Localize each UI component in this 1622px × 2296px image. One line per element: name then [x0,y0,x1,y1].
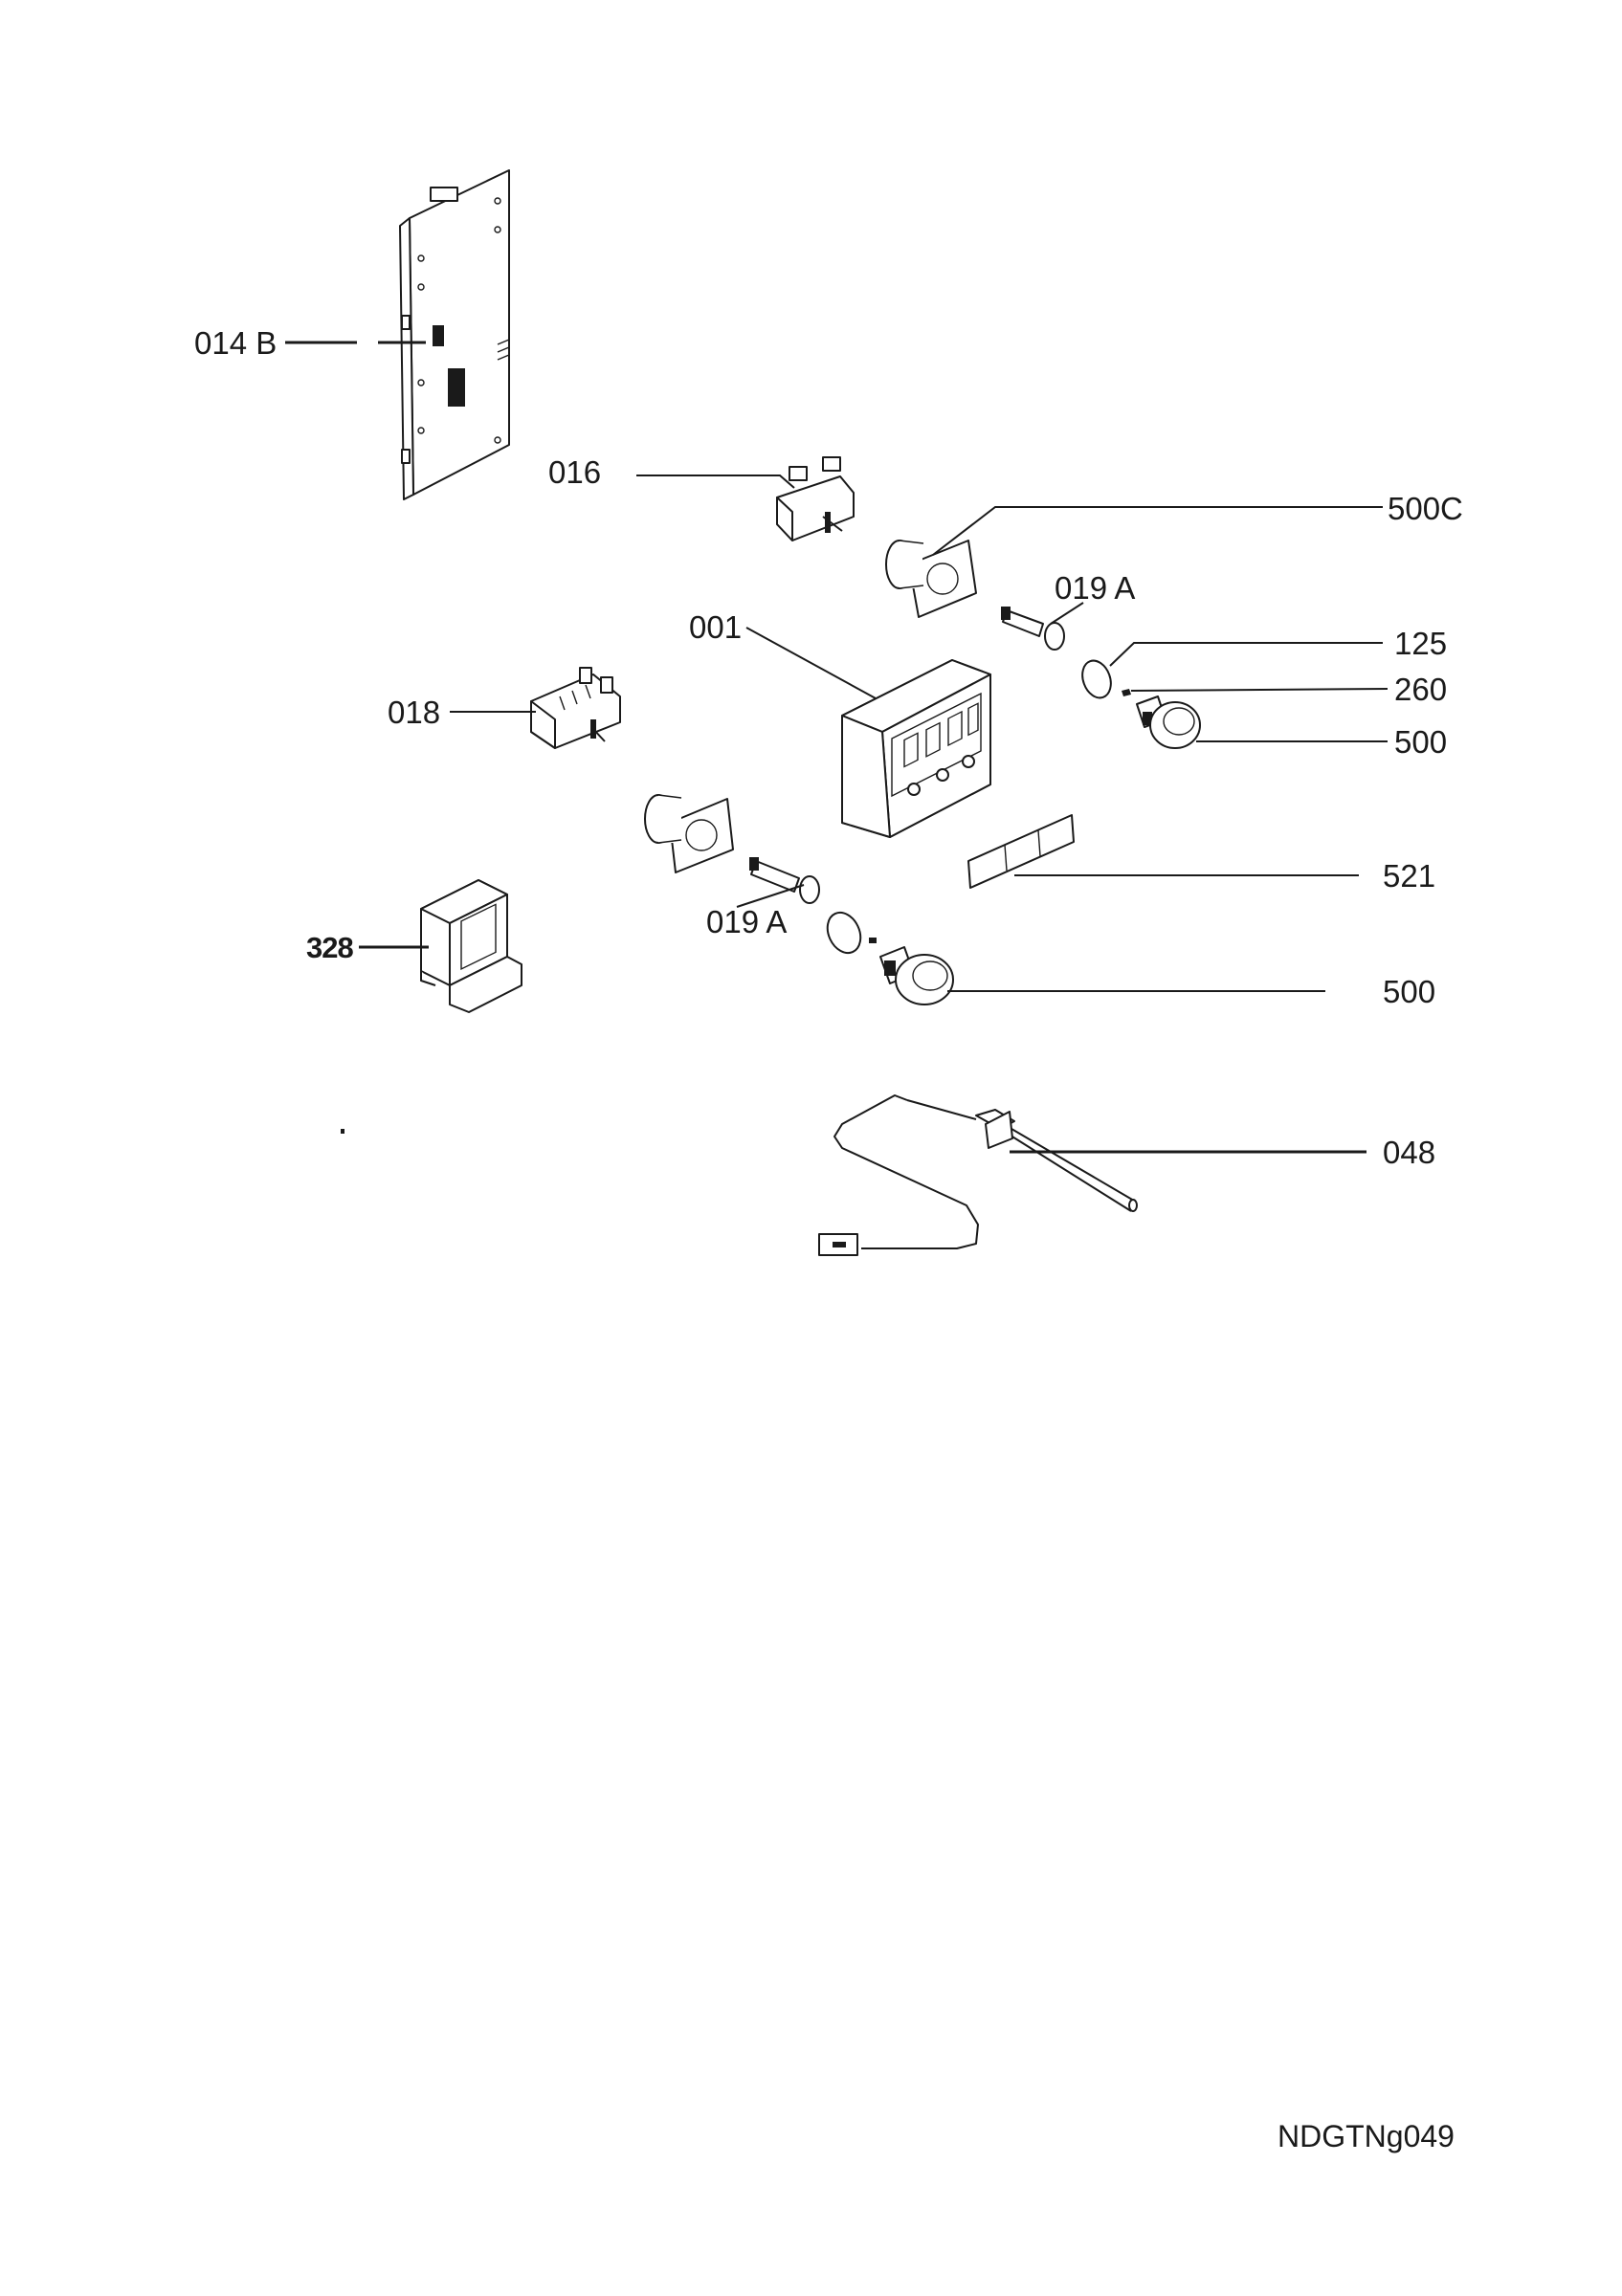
leader-019a-top [1050,602,1084,625]
part-500c-lamp-holder [885,540,977,618]
callout-016: 016 [548,454,601,490]
callout-125: 125 [1394,626,1447,661]
part-014b-circuit-board [399,169,510,500]
callout-260: 260 [1394,672,1447,707]
leader-019a-bottom [736,884,805,908]
callout-500-bottom: 500 [1383,974,1435,1009]
part-500-knob-bottom [879,946,954,1005]
part-019a-lamp-bottom [749,857,820,904]
leader-016 [636,475,795,489]
callout-019a-top: 019 A [1055,570,1135,606]
part-260-clip [1122,689,1131,696]
part-328-transformer [420,879,522,1013]
part-001-timer-display [841,659,991,838]
stray-dot [341,1129,344,1134]
leader-260 [1130,688,1389,692]
callout-521: 521 [1383,858,1435,894]
part-048-temperature-probe [818,1094,1138,1256]
callout-018: 018 [388,695,440,730]
drawing-code: NDGTNg049 [1278,2119,1455,2153]
callout-328: 328 [306,931,353,964]
part-018-rotary-switch [530,667,621,749]
part-019a-lamp-top [1001,607,1065,651]
leader-001 [745,627,877,699]
callout-001: 001 [689,609,742,645]
leader-125 [1109,642,1383,667]
leader-500c [932,506,1383,556]
callout-500-top: 500 [1394,724,1447,760]
part-125-ring-seal [1081,659,1112,699]
part-016-switch [776,456,855,541]
part-ring-seal-bottom [826,911,877,955]
callout-019a-bottom: 019 A [706,904,787,939]
part-500-knob-top [1136,695,1201,749]
part-lamp-holder-bottom [644,794,734,873]
part-521-fascia-strip [967,814,1075,889]
callout-014b: 014 B [194,325,277,361]
callout-048: 048 [1383,1135,1435,1170]
callout-500c: 500C [1388,491,1463,526]
